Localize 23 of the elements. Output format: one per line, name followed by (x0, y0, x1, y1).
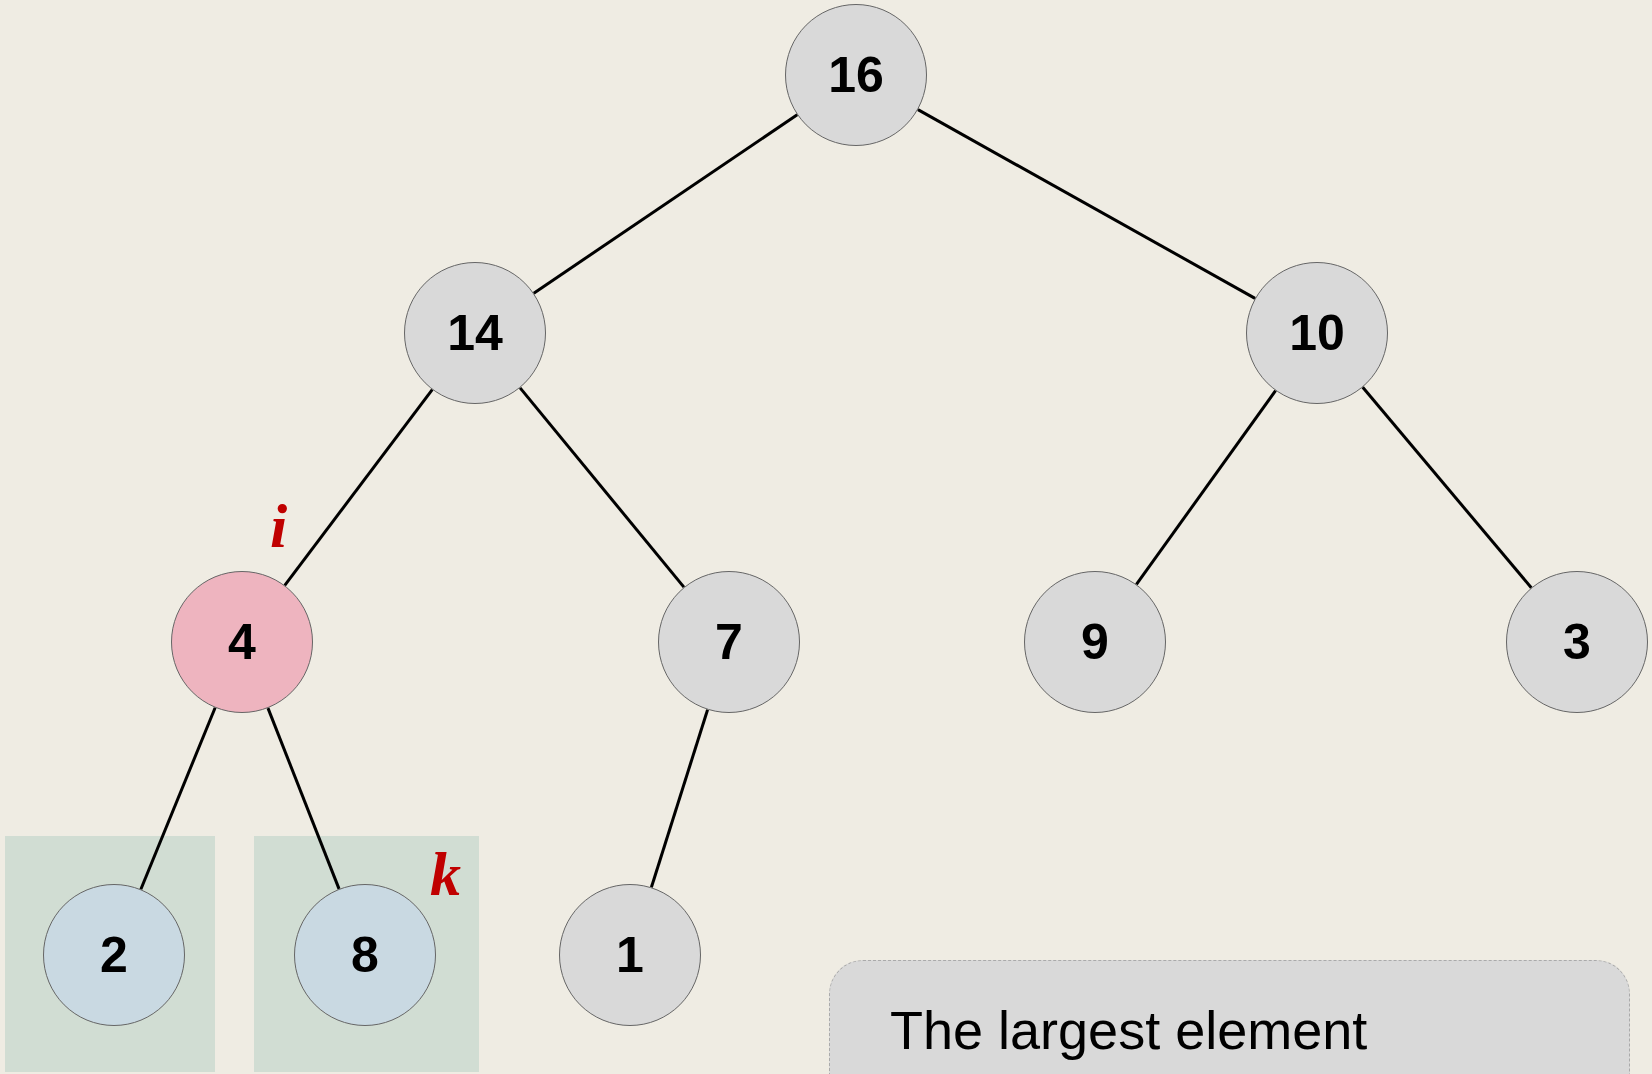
tree-edge (139, 707, 217, 890)
tree-edge (532, 113, 799, 295)
note-box (829, 960, 1630, 1074)
tree-node-circle: 9 (1024, 571, 1166, 713)
tree-node-circle: 3 (1506, 571, 1648, 713)
tree-node-circle: 14 (404, 262, 546, 404)
tree-node-circle: 7 (658, 571, 800, 713)
highlight-box (5, 836, 215, 1072)
tree-node-circle: 4 (171, 571, 313, 713)
tree-node-circle: 2 (43, 884, 185, 1026)
tree-edge (650, 709, 709, 888)
tree-edge (1361, 386, 1533, 589)
tree-node-circle: 1 (559, 884, 701, 1026)
tree-node-circle: 10 (1246, 262, 1388, 404)
index-label: i (270, 495, 288, 557)
tree-node-circle: 16 (785, 4, 927, 146)
tree-edge (917, 108, 1256, 300)
tree-edge (283, 388, 434, 587)
tree-edge (266, 707, 341, 890)
tree-edge (518, 386, 686, 589)
tree-edge (1135, 389, 1277, 586)
note-text: The largest element (890, 999, 1369, 1061)
highlight-box (254, 836, 479, 1072)
